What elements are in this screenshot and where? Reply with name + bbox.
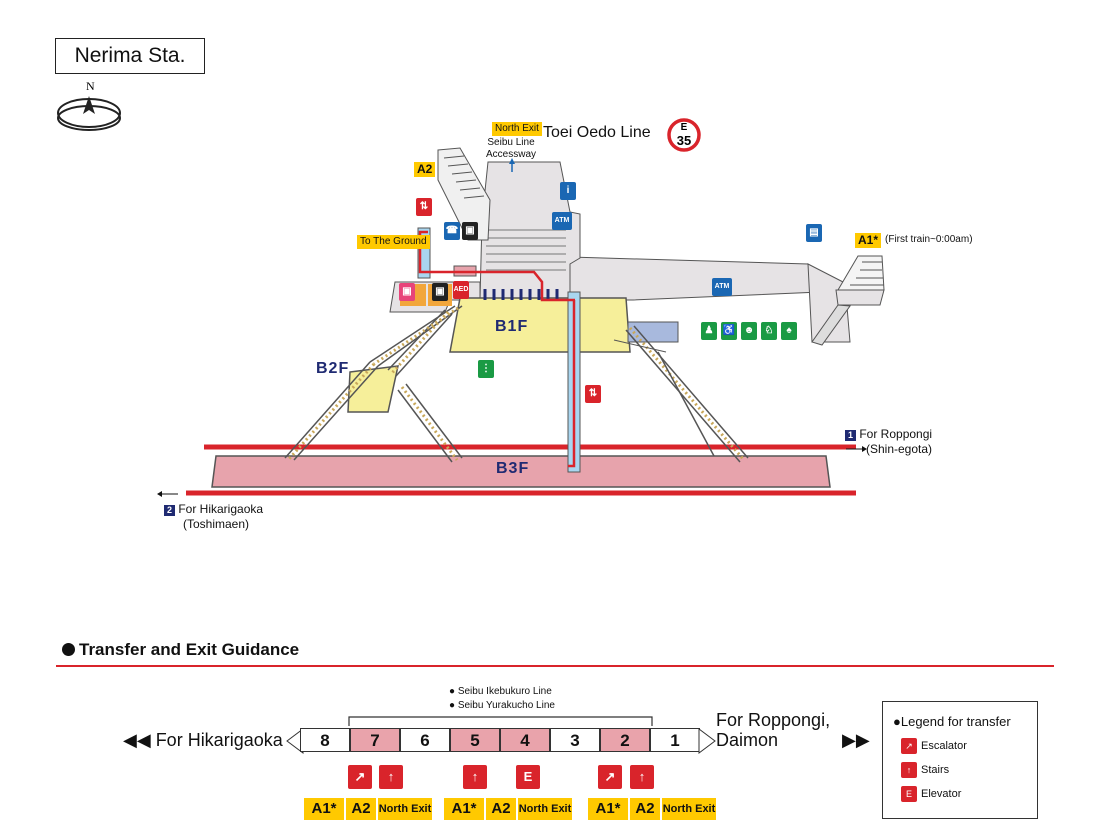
line-code-number: 35	[677, 133, 691, 148]
seibu-line-2: ● Seibu Yurakucho Line	[449, 700, 555, 711]
direction-2-label: 2 For Hikarigaoka	[164, 502, 263, 516]
direction-2-name: For Hikarigaoka	[178, 502, 264, 516]
exit-a1-tag: A1*	[855, 233, 882, 248]
office-icon-2: ▣	[432, 283, 448, 301]
car-1: 1	[650, 728, 700, 752]
line-code-badge	[667, 118, 701, 152]
exit-a2-car5: A2	[486, 798, 516, 820]
locker-icon: ▤	[806, 224, 822, 242]
right-direction-1: For Roppongi,	[716, 710, 831, 730]
legend-title: ●Legend for transfer	[893, 714, 1011, 729]
left-direction: ◀◀ For Hikarigaoka	[123, 730, 283, 750]
escalator-icon-car7: ↗	[348, 765, 372, 789]
car-7: 7	[350, 728, 400, 752]
seibu-bracket	[348, 716, 653, 726]
office-icon: ▣	[462, 222, 478, 240]
exit-north-car7: North Exit	[378, 798, 432, 820]
exit-a1-car7: A1*	[304, 798, 344, 820]
ticket-icon: ▣	[399, 283, 415, 301]
info-icon: i	[560, 182, 576, 200]
stairs-icon: ↑	[901, 762, 917, 778]
stairs-icon-car5: ↑	[463, 765, 487, 789]
exit-north-car2: North Exit	[662, 798, 716, 820]
car-5: 5	[450, 728, 500, 752]
bullet-icon	[62, 643, 75, 656]
atm-icon: ATM	[552, 212, 572, 230]
direction-1-number: 1	[845, 430, 856, 441]
a1-first-train-note: (First train~0:00am)	[885, 234, 973, 245]
exit-a1-car2: A1*	[588, 798, 628, 820]
exit-a2-car2: A2	[630, 798, 660, 820]
aed-icon: AED	[453, 281, 469, 299]
direction-2-sub: (Toshimaen)	[183, 517, 250, 531]
direction-2-number: 2	[164, 505, 175, 516]
car-2: 2	[600, 728, 650, 752]
legend-escalator: ↗Escalator	[901, 738, 967, 754]
seibu-line-1: ● Seibu Ikebukuro Line	[449, 686, 552, 697]
stairs-icon-car7: ↑	[379, 765, 403, 789]
atm-icon-2: ATM	[712, 278, 732, 296]
line-code-letter: E	[681, 122, 688, 133]
exit-north-car4: North Exit	[518, 798, 572, 820]
north-label: N	[86, 79, 95, 93]
baby-room-icon: ☻	[741, 322, 757, 340]
direction-1-label: 1 For Roppongi	[845, 427, 932, 441]
car-3: 3	[550, 728, 600, 752]
direction-1-sub: (Shin-egota)	[866, 442, 933, 456]
multipurpose-toilet-icon: ♘	[761, 322, 777, 340]
telephone-icon: ☎	[444, 222, 460, 240]
section-divider	[56, 665, 1054, 667]
exit-a2-tag: A2	[414, 162, 436, 177]
direction-1-name: For Roppongi	[859, 427, 933, 441]
north-exit-tag: North Exit	[492, 122, 542, 136]
escalator-icon: ↗	[901, 738, 917, 754]
right-direction-2: Daimon	[716, 730, 779, 750]
stairs-icon-car2: ↑	[630, 765, 654, 789]
legend-box: ●Legend for transfer ↗Escalator ↑Stairs …	[882, 701, 1038, 819]
station-map: E 35	[157, 118, 885, 497]
floor-label-b2f: B2F	[316, 360, 350, 377]
exit-a2-car7: A2	[346, 798, 376, 820]
toilet-icon: ♟	[701, 322, 717, 340]
platform-b3f	[211, 455, 831, 488]
right-arrows: ▶▶	[842, 730, 870, 750]
line-name: Toei Oedo Line	[543, 124, 651, 141]
concourse-b1f	[449, 297, 631, 353]
ostomate-icon: ♠	[781, 322, 797, 340]
compass-icon: N	[57, 79, 121, 131]
station-name: Nerima Sta.	[55, 38, 205, 74]
car-4: 4	[500, 728, 550, 752]
exit-a1-car5: A1*	[444, 798, 484, 820]
locker-icon-green: ⋮	[478, 360, 494, 378]
to-ground-tag: To The Ground	[357, 235, 430, 249]
accessible-toilet-icon: ♿	[721, 322, 737, 340]
legend-stairs: ↑Stairs	[901, 762, 949, 778]
train-nose-right	[698, 728, 716, 754]
car-8: 8	[300, 728, 350, 752]
seibu-accessway-label: Seibu Line Accessway	[486, 137, 537, 160]
guidance-title: Transfer and Exit Guidance	[62, 640, 299, 660]
escalator-icon-car2: ↗	[598, 765, 622, 789]
escalator-icon: ⇅	[585, 385, 601, 403]
elevator-icon-car4: E	[516, 765, 540, 789]
car-6: 6	[400, 728, 450, 752]
elevator-icon: E	[901, 786, 917, 802]
floor-label-b1f: B1F	[495, 318, 529, 335]
floor-label-b3f: B3F	[496, 460, 530, 477]
elevator-icon: ⇅	[416, 198, 432, 216]
